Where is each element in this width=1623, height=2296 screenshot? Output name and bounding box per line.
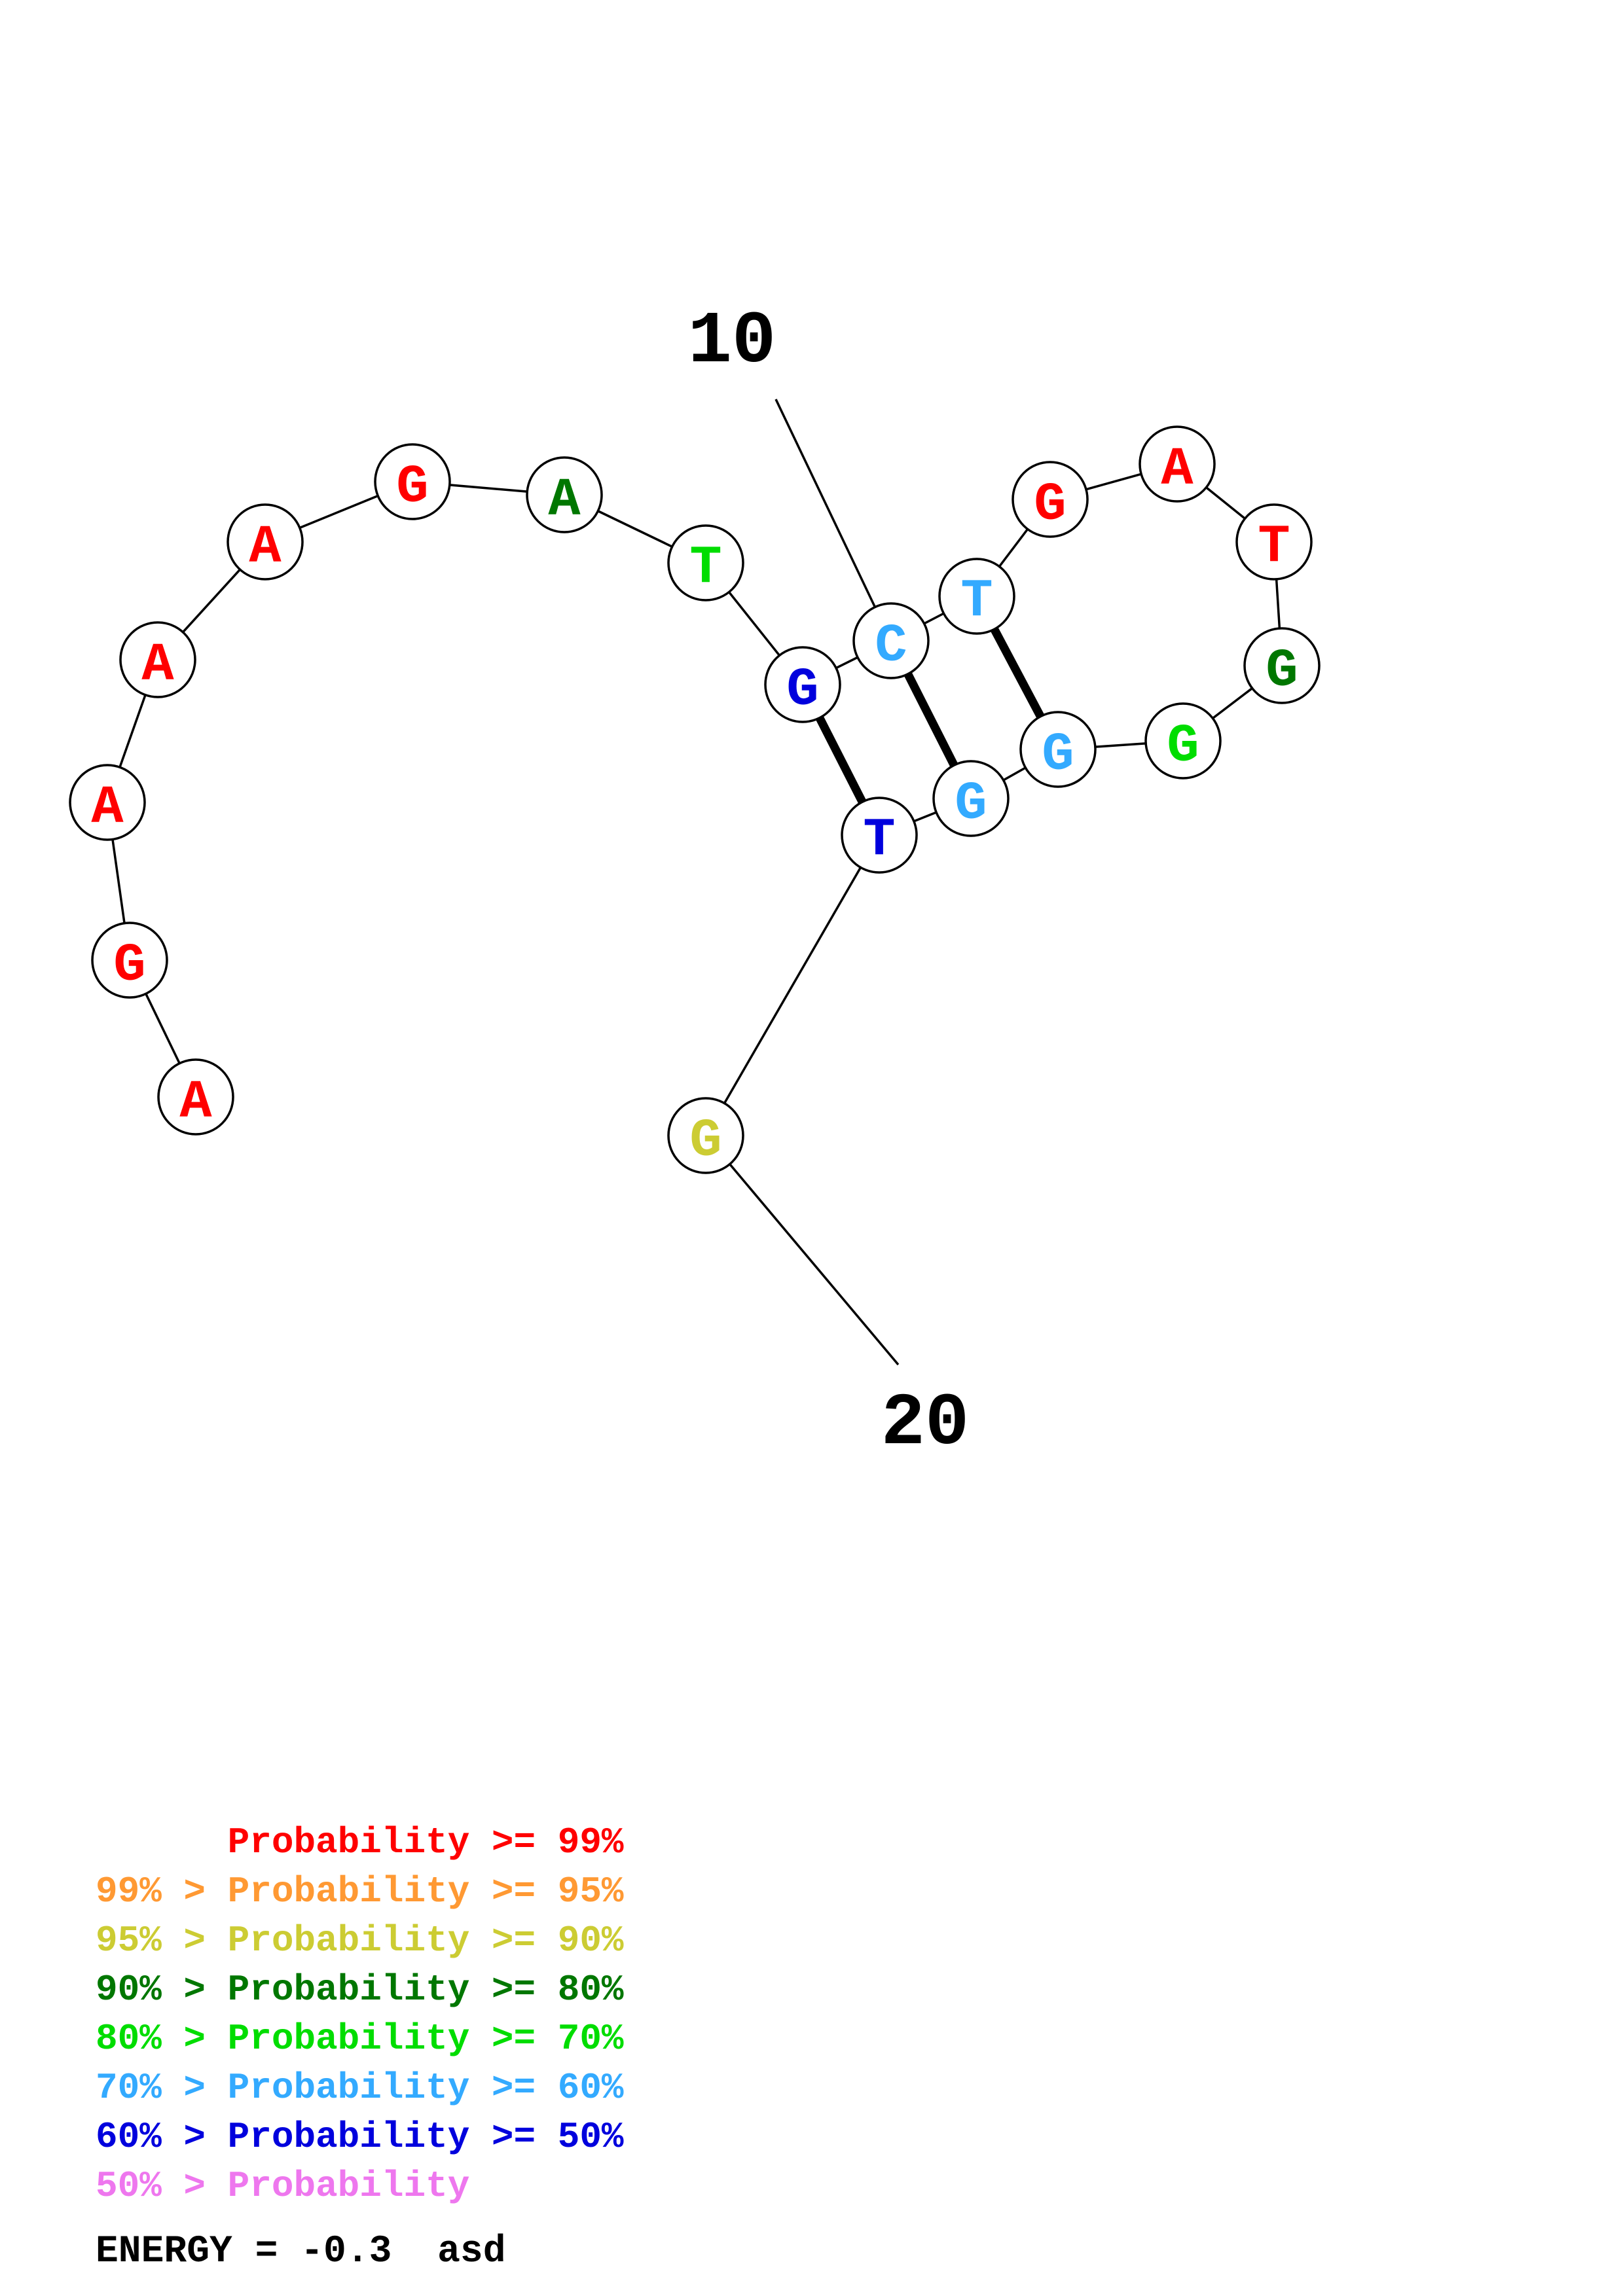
nucleotide-circle	[1243, 627, 1321, 704]
energy-label: ENERGY = -0.3 asd	[96, 2231, 506, 2273]
nucleotide-letter: G	[1042, 725, 1074, 785]
legend-row: 95% > Probability >= 90%	[96, 1920, 624, 1962]
position-pointer-line	[775, 399, 892, 641]
legend-row: 99% > Probability >= 95%	[96, 1871, 624, 1912]
nucleotide-letter: G	[396, 457, 428, 518]
nucleotide-circle	[69, 764, 146, 841]
nucleotide-circle	[932, 760, 1010, 837]
nucleotide-letter: A	[179, 1072, 212, 1133]
legend-row: 50% > Probability	[96, 2165, 470, 2207]
nucleotide-letter: G	[1266, 641, 1298, 702]
nucleotide-letter: A	[1161, 439, 1194, 500]
nucleotide-letter: C	[875, 616, 907, 677]
nucleotide-circle	[227, 503, 304, 581]
nucleotide-circle	[1144, 702, 1222, 780]
nucleotide-letter: A	[249, 517, 282, 578]
nucleotide-circle	[526, 456, 603, 533]
position-label: 10	[688, 300, 776, 384]
nucleotide-letter: G	[113, 935, 145, 996]
nucleotide-circle	[1139, 425, 1216, 503]
nucleotide-circle	[764, 646, 841, 723]
nucleotide-letter: G	[786, 660, 818, 721]
position-label: 20	[881, 1382, 969, 1465]
legend-row: 80% > Probability >= 70%	[96, 2018, 624, 2060]
nucleotide-letter: G	[1167, 716, 1199, 777]
nucleotide-circle	[157, 1058, 234, 1136]
probability-legend: Probability >= 99% 99% > Probability >= 9…	[96, 1818, 624, 2211]
nucleotide-circle	[667, 524, 744, 601]
nucleotide-circle	[1012, 461, 1089, 538]
nucleotide-circle	[667, 1097, 744, 1174]
nucleotide-letter: A	[91, 778, 124, 838]
nucleotide-letter: G	[955, 774, 987, 834]
nucleotide-circle	[1235, 503, 1313, 581]
nucleotide-letter: T	[960, 571, 993, 632]
legend-row: 60% > Probability >= 50%	[96, 2116, 624, 2158]
legend-row: Probability >= 99%	[96, 1821, 624, 1863]
nucleotide-letter: G	[1034, 475, 1066, 535]
nucleotide-circle	[119, 621, 196, 698]
nucleotide-circle	[938, 558, 1015, 635]
nucleotide-circle	[374, 443, 451, 520]
nucleotide-circle	[852, 602, 930, 679]
nucleotide-letter: A	[548, 470, 581, 531]
nucleotide-circle	[1019, 711, 1097, 788]
nucleotide-letter: A	[141, 635, 174, 696]
nucleotide-circle	[841, 797, 918, 874]
nucleotide-letter: T	[863, 810, 895, 871]
nucleotide-letter: T	[689, 538, 721, 599]
backbone-bond	[704, 834, 881, 1136]
nucleotide-circle	[91, 922, 168, 999]
nucleotide-letter: G	[689, 1111, 721, 1172]
legend-row: 90% > Probability >= 80%	[96, 1969, 624, 2011]
position-pointer-line	[704, 1134, 900, 1366]
nucleotide-letter: T	[1258, 517, 1290, 578]
legend-row: 70% > Probability >= 60%	[96, 2067, 624, 2109]
